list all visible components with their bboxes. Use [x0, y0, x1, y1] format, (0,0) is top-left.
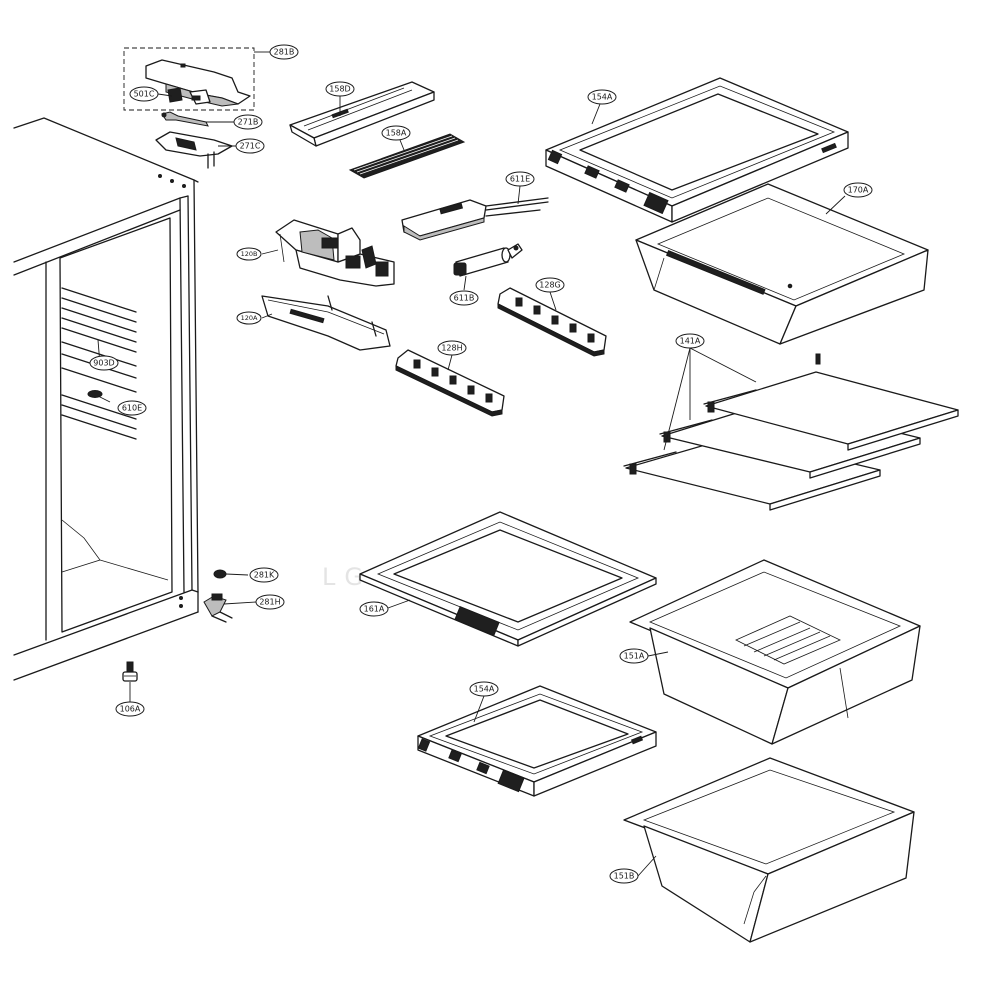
- svg-text:170A: 170A: [848, 186, 869, 195]
- callout-903d: 903D: [89, 355, 119, 371]
- svg-text:161A: 161A: [364, 605, 385, 614]
- callout-271b: 271B: [233, 114, 263, 130]
- callout-610e: 610E: [117, 400, 147, 416]
- leveling-leg: [122, 661, 138, 682]
- part-120a-cover: [261, 295, 391, 351]
- part-170a-drawer: [635, 183, 929, 345]
- svg-text:154A: 154A: [474, 685, 495, 694]
- part-120b-damper: [275, 219, 395, 287]
- svg-text:128H: 128H: [441, 344, 462, 353]
- callout-158a: 158A: [381, 125, 411, 141]
- part-611b-filter-cartridge: [453, 243, 523, 277]
- callout-611b: 611B: [449, 290, 479, 306]
- part-154a-shelf-bottom: [417, 685, 657, 797]
- part-158a-grille: [348, 133, 466, 179]
- callout-128h: 128H: [437, 340, 467, 356]
- svg-text:501C: 501C: [134, 90, 155, 99]
- svg-text:106A: 106A: [120, 705, 141, 714]
- callout-161a: 161A: [359, 601, 389, 617]
- callout-120a: 120A: [236, 311, 262, 325]
- part-151b-crisper-drawer: [623, 757, 915, 943]
- part-141a-glass-shelves: [623, 353, 959, 511]
- part-161a-crisper-cover: [359, 511, 657, 647]
- lower-hinge-parts: [203, 569, 233, 623]
- svg-text:158A: 158A: [386, 129, 407, 138]
- callout-611e: 611E: [505, 171, 535, 187]
- svg-text:271C: 271C: [240, 142, 261, 151]
- svg-text:610E: 610E: [122, 404, 142, 413]
- callout-141a: 141A: [675, 333, 705, 349]
- upper-hinge-assembly: [123, 47, 255, 169]
- part-154a-shelf-top: [545, 77, 849, 223]
- callout-281h: 281H: [255, 594, 285, 610]
- svg-text:903D: 903D: [93, 359, 114, 368]
- part-611e-filter-housing: [401, 197, 549, 241]
- part-151a-crisper-drawer: [629, 559, 921, 745]
- callout-154a-top: 154A: [587, 89, 617, 105]
- part-callouts: 281B 501C 271B 271C 158D 158A 154A 170A …: [89, 44, 873, 884]
- callout-151b: 151B: [609, 868, 639, 884]
- svg-text:158D: 158D: [329, 85, 350, 94]
- callout-128g: 128G: [535, 277, 565, 293]
- svg-text:151A: 151A: [624, 652, 645, 661]
- callout-106a: 106A: [115, 701, 145, 717]
- part-128h-rail: [395, 349, 505, 417]
- callout-151a: 151A: [619, 648, 649, 664]
- svg-text:611B: 611B: [454, 294, 475, 303]
- svg-text:154A: 154A: [592, 93, 613, 102]
- callout-154a-bottom: 154A: [469, 681, 499, 697]
- callout-170a: 170A: [843, 182, 873, 198]
- callout-120b: 120B: [236, 247, 262, 261]
- svg-text:120B: 120B: [241, 250, 258, 258]
- callout-281k: 281K: [249, 567, 279, 583]
- part-128g-rail: [497, 287, 607, 357]
- svg-text:120A: 120A: [241, 314, 258, 322]
- svg-text:141A: 141A: [680, 337, 701, 346]
- shelf-rails: [61, 287, 137, 440]
- callout-281b: 281B: [269, 44, 299, 60]
- callout-501c: 501C: [129, 86, 159, 102]
- svg-text:281H: 281H: [259, 598, 280, 607]
- callout-271c: 271C: [235, 138, 265, 154]
- svg-text:128G: 128G: [539, 281, 560, 290]
- svg-text:281K: 281K: [254, 571, 275, 580]
- part-158d-cover: [289, 81, 435, 147]
- svg-text:281B: 281B: [274, 48, 295, 57]
- refrigerator-cabinet: [13, 117, 199, 681]
- svg-text:611E: 611E: [510, 175, 530, 184]
- svg-text:151B: 151B: [614, 872, 635, 881]
- callout-158d: 158D: [325, 81, 355, 97]
- svg-text:271B: 271B: [238, 118, 259, 127]
